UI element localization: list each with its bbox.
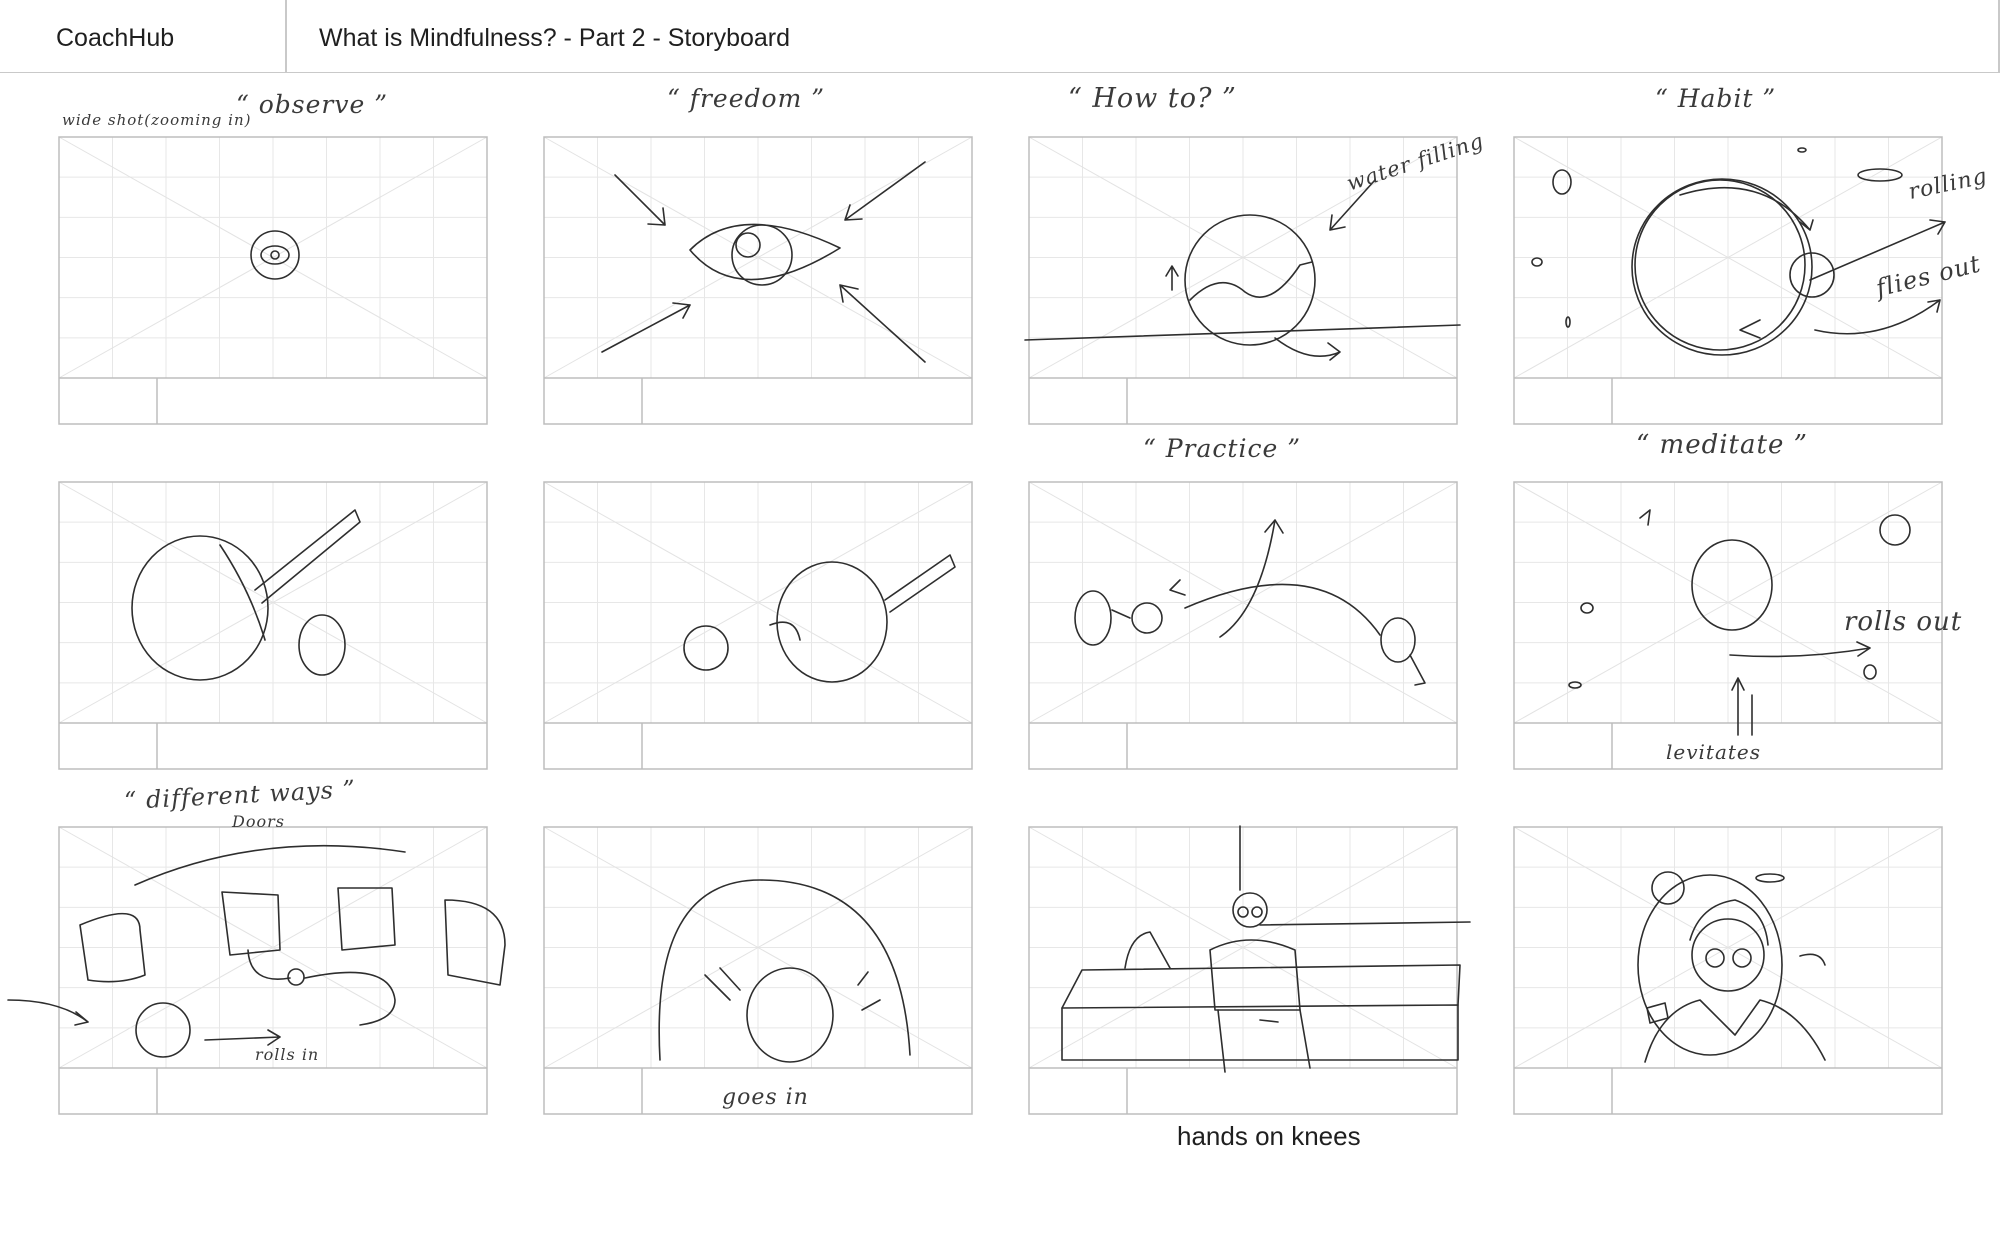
sketch-habit-circle xyxy=(1531,147,1946,356)
sketch-water-sphere xyxy=(1024,179,1461,361)
panel-frame xyxy=(1028,826,1458,1115)
sketch-person-bench xyxy=(1061,825,1471,1073)
sketch-practice xyxy=(1074,519,1426,686)
panel-frame xyxy=(543,136,973,425)
note-goes-in: goes in xyxy=(722,1085,809,1110)
note-freedom: “ freedom ” xyxy=(667,84,826,113)
page-title: What is Mindfulness? - Part 2 - Storyboa… xyxy=(319,24,791,52)
panel-frame xyxy=(1513,826,1943,1115)
panel-frame xyxy=(58,481,488,770)
note-observe: “ observe ” xyxy=(236,90,389,119)
note-rolls-out: rolls out xyxy=(1844,607,1963,637)
sketch-goes-in xyxy=(658,879,911,1063)
note-how-to: “ How to? ” xyxy=(1068,83,1237,114)
panel-frame xyxy=(1513,481,1943,770)
note-habit: “ Habit ” xyxy=(1655,84,1777,113)
panel-frame xyxy=(1513,136,1943,425)
panel-frame xyxy=(58,136,488,425)
panel-frame xyxy=(1028,481,1458,770)
sketch-eye-freedom xyxy=(601,161,926,363)
header-bar: CoachHub What is Mindfulness? - Part 2 -… xyxy=(0,0,2000,73)
header-divider xyxy=(285,0,287,72)
note-practice: “ Practice ” xyxy=(1143,434,1301,463)
header-right-edge xyxy=(1998,0,2000,72)
note-wide-shot: wide shot(zooming in) xyxy=(62,111,252,129)
brand-name[interactable]: CoachHub xyxy=(56,24,175,52)
sketch-magnifier-ball-1 xyxy=(131,509,361,681)
panel-frame xyxy=(543,826,973,1115)
sketch-eye-small xyxy=(250,230,300,280)
note-meditate: “ meditate ” xyxy=(1636,430,1808,460)
panel-frame xyxy=(58,826,488,1115)
panel-frame xyxy=(543,481,973,770)
note-rolls-in: rolls in xyxy=(255,1045,320,1064)
sketch-magnifier-ball-2 xyxy=(683,554,956,683)
sketch-meditate xyxy=(1568,509,1911,736)
caption-hands-on-knees: hands on knees xyxy=(1177,1121,1361,1151)
sketch-person-meditate xyxy=(1637,871,1826,1063)
note-levitates: levitates xyxy=(1666,740,1762,764)
note-doors: Doors xyxy=(232,812,285,831)
sketch-doors xyxy=(7,844,506,1058)
